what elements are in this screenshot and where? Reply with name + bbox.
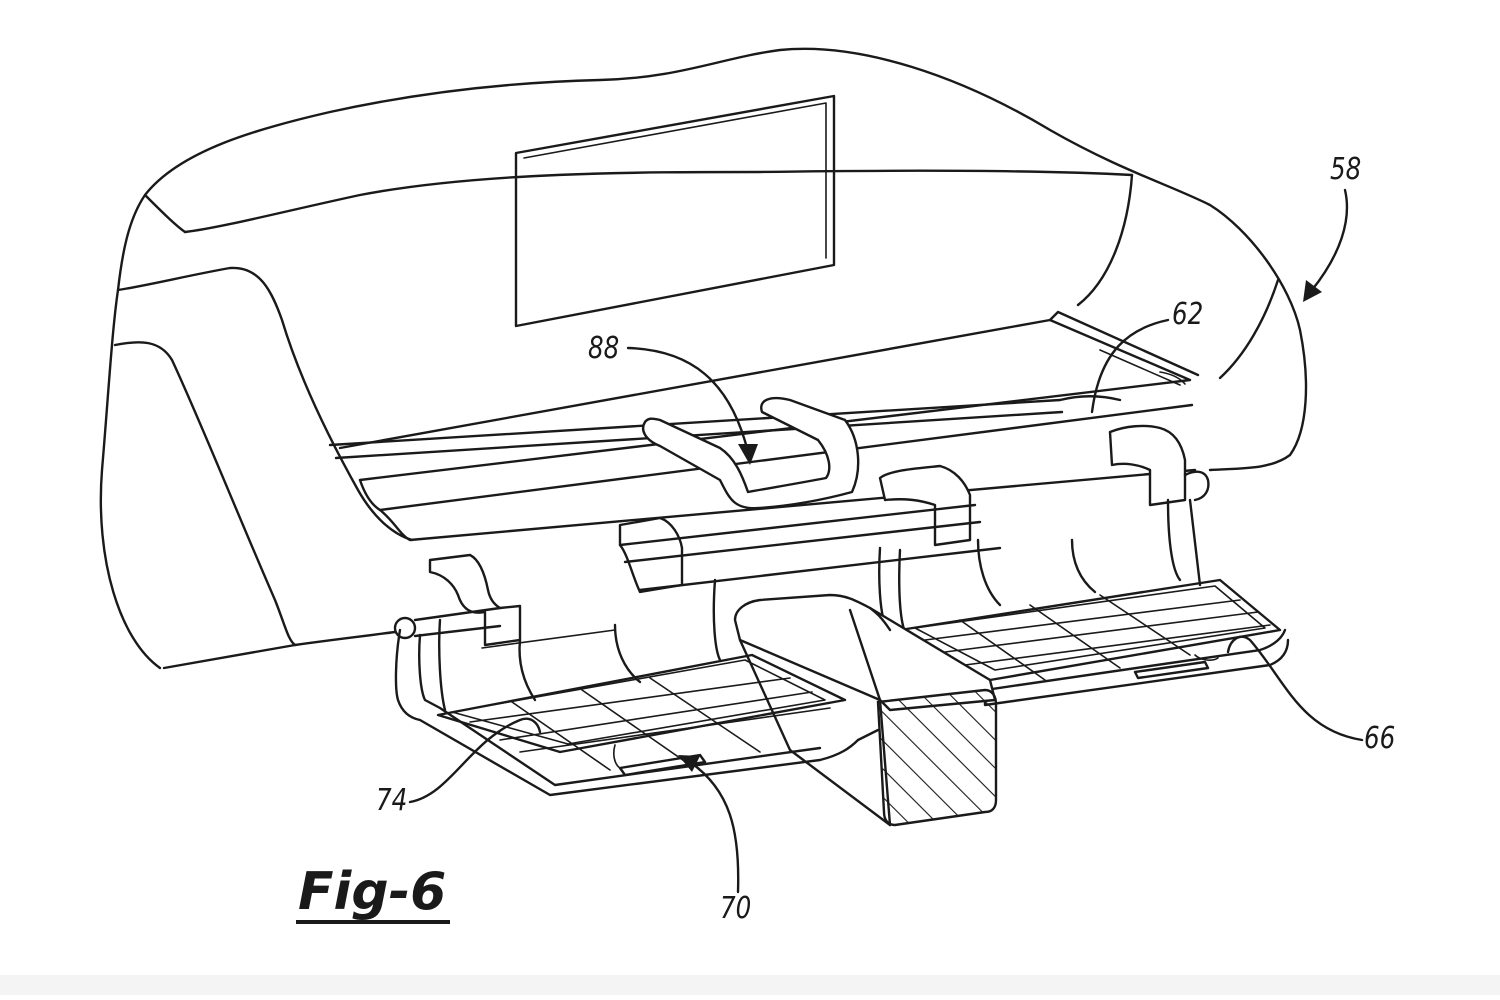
- ref-62: 62: [1172, 300, 1203, 330]
- ref-58: 58: [1330, 155, 1361, 185]
- figure-title: Fig-6: [296, 866, 450, 924]
- ref-66: 66: [1364, 724, 1395, 754]
- ref-70: 70: [720, 894, 751, 924]
- seat-back: [101, 49, 1306, 668]
- ref-74: 74: [376, 786, 407, 816]
- bottom-strip: [0, 975, 1500, 995]
- ref-88: 88: [588, 334, 619, 364]
- cross-section-bar: [735, 595, 996, 825]
- display-screen: [516, 96, 834, 326]
